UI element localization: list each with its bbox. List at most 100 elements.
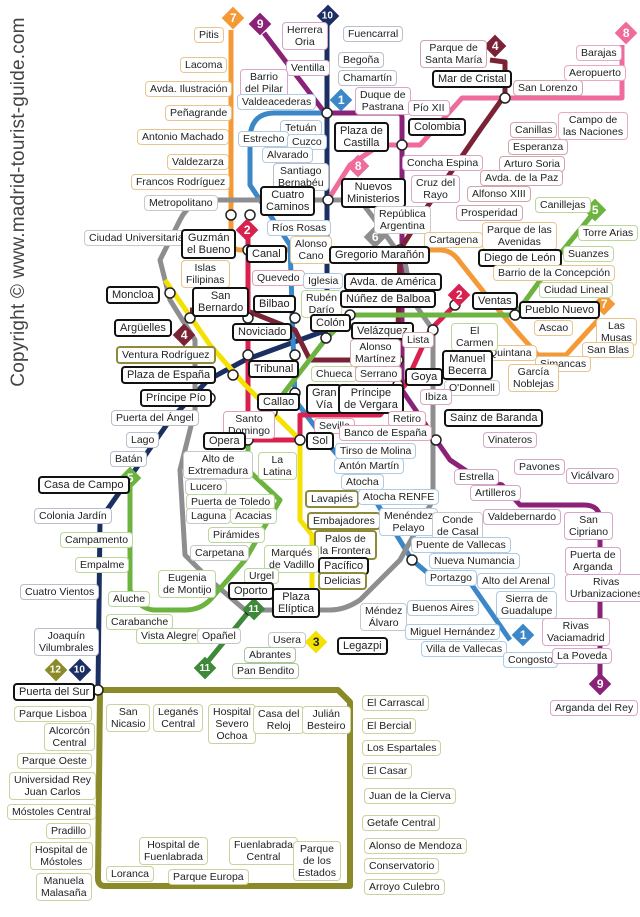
station-label[interactable]: Hospital de Móstoles [30, 842, 93, 870]
station-label[interactable]: Ciudad Universitaria [84, 230, 189, 246]
station-label[interactable]: Plaza de España [121, 366, 217, 384]
station-label[interactable]: Cruz del Rayo [411, 175, 461, 203]
station-label[interactable]: Usera [268, 632, 307, 648]
station-label[interactable]: Metropolitano [144, 195, 218, 211]
station-label[interactable]: Alcorcón Central [44, 723, 95, 751]
station-label[interactable]: Canillas [510, 122, 558, 138]
station-label[interactable]: Mar de Cristal [432, 70, 513, 88]
station-label[interactable]: Parque Europa [168, 869, 249, 885]
station-label[interactable]: Hospital de Fuenlabrada [139, 837, 208, 865]
station-label[interactable]: Arturo Soria [499, 156, 566, 172]
station-label[interactable]: Pavones [514, 459, 565, 475]
station-label[interactable]: Fuencarral [343, 26, 404, 42]
station-label[interactable]: Puente de Vallecas [411, 537, 511, 553]
station-label[interactable]: Suanzes [563, 246, 614, 262]
station-label[interactable]: Leganés Central [153, 704, 204, 732]
station-label[interactable]: Campamento [60, 532, 134, 548]
station-label[interactable]: Chueca [311, 366, 358, 382]
station-label[interactable]: Argüelles [114, 319, 172, 337]
station-label[interactable]: San Nicasio [106, 704, 151, 732]
station-label[interactable]: Lacoma [180, 57, 228, 73]
station-label[interactable]: Tirso de Molina [335, 443, 417, 459]
station-label[interactable]: Colonia Jardín [34, 508, 112, 524]
station-label[interactable]: Príncipe de Vergara [338, 384, 404, 414]
station-label[interactable]: Plaza de Castilla [334, 122, 389, 152]
station-label[interactable]: Barrio del Pilar [240, 69, 288, 97]
station-label[interactable]: Casa del Reloj [253, 706, 305, 734]
station-label[interactable]: Peñagrande [165, 105, 233, 121]
station-label[interactable]: Puerta del Sur [13, 683, 96, 701]
station-label[interactable]: Miguel Hernández [405, 624, 501, 640]
station-label[interactable]: Guzmán el Bueno [181, 229, 237, 259]
station-label[interactable]: Cuatro Vientos [20, 584, 100, 600]
station-label[interactable]: Valdebernardo [483, 509, 562, 525]
station-label[interactable]: Callao [257, 393, 301, 411]
station-label[interactable]: Opera [203, 432, 246, 450]
station-label[interactable]: Gregorio Marañón [329, 246, 431, 264]
station-label[interactable]: Buenos Aires [407, 600, 479, 616]
station-label[interactable]: Iglesia [303, 273, 344, 289]
station-label[interactable]: Concha Espina [402, 155, 484, 171]
station-label[interactable]: Goya [405, 368, 444, 386]
station-label[interactable]: San Lorenzo [513, 80, 583, 96]
station-label[interactable]: Barajas [576, 45, 622, 61]
station-label[interactable]: Herrera Oria [282, 22, 328, 50]
station-label[interactable]: Torre Arias [578, 225, 639, 241]
station-label[interactable]: Manuel Becerra [442, 350, 493, 380]
station-label[interactable]: Campo de las Naciones [558, 112, 629, 140]
station-label[interactable]: Portazgo [425, 570, 478, 586]
station-label[interactable]: Esperanza [508, 139, 569, 155]
station-label[interactable]: San Blas [582, 342, 635, 358]
station-label[interactable]: Valdezarza [167, 154, 229, 170]
station-label[interactable]: Pradillo [46, 823, 92, 839]
station-label[interactable]: Ventas [472, 292, 518, 310]
station-label[interactable]: Banco de España [339, 425, 432, 441]
station-label[interactable]: Móstoles Central [7, 804, 96, 820]
station-label[interactable]: Laguna [186, 508, 232, 524]
station-label[interactable]: Noviciado [232, 323, 293, 341]
station-label[interactable]: Tetuán [280, 120, 322, 136]
station-label[interactable]: Carpetana [190, 545, 250, 561]
station-label[interactable]: Alonso Martínez [350, 339, 401, 367]
station-label[interactable]: Lucero [185, 479, 228, 495]
station-label[interactable]: Canillejas [535, 197, 591, 213]
station-label[interactable]: Menéndez Pelayo [379, 508, 439, 536]
station-label[interactable]: Puerta del Ángel [111, 410, 199, 426]
station-label[interactable]: Sol [306, 432, 334, 450]
station-label[interactable]: Loranca [106, 866, 154, 882]
station-label[interactable]: Gran Vía [306, 384, 343, 414]
station-label[interactable]: Rubén Darío [301, 290, 342, 318]
station-label[interactable]: Cuatro Caminos [260, 186, 316, 216]
station-label[interactable]: Eugenia de Montijo [158, 570, 217, 598]
station-label[interactable]: Avda. de la Paz [480, 170, 564, 186]
station-label[interactable]: Antonio Machado [137, 129, 229, 145]
station-label[interactable]: Los Espartales [362, 740, 442, 756]
station-label[interactable]: Artilleros [470, 485, 521, 501]
station-label[interactable]: Joaquín Vilumbrales [34, 628, 99, 656]
station-label[interactable]: Villa de Vallecas [421, 641, 508, 657]
station-label[interactable]: Alto del Arenal [477, 573, 555, 589]
station-label[interactable]: El Carmen [451, 323, 499, 351]
station-label[interactable]: San Bernardo [192, 287, 250, 317]
station-label[interactable]: Hospital Severo Ochoa [208, 704, 256, 744]
station-label[interactable]: Chamartín [338, 70, 398, 86]
station-label[interactable]: Núñez de Balboa [340, 290, 437, 308]
station-label[interactable]: El Casar [362, 763, 413, 779]
station-label[interactable]: Julián Besteiro [302, 706, 351, 734]
station-label[interactable]: Alonso de Mendoza [364, 838, 467, 854]
station-label[interactable]: Parque de los Estados [293, 841, 341, 881]
station-label[interactable]: Las Musas [596, 318, 637, 346]
station-label[interactable]: Alonso Cano [290, 236, 333, 264]
station-label[interactable]: Parque Lisboa [14, 706, 92, 722]
station-label[interactable]: Nueva Numancia [429, 553, 520, 569]
station-label[interactable]: Legazpi [337, 637, 388, 655]
station-label[interactable]: Universidad Rey Juan Carlos [9, 772, 97, 800]
station-label[interactable]: Arganda del Rey [550, 700, 639, 716]
station-label[interactable]: Pan Bendito [232, 663, 300, 679]
station-label[interactable]: La Poveda [552, 648, 613, 664]
station-label[interactable]: García Noblejas [508, 364, 559, 392]
station-label[interactable]: Delicias [318, 572, 367, 590]
station-label[interactable]: Pitis [194, 27, 224, 43]
station-label[interactable]: Oporto [228, 582, 274, 600]
station-label[interactable]: Avda. de América [344, 273, 443, 291]
